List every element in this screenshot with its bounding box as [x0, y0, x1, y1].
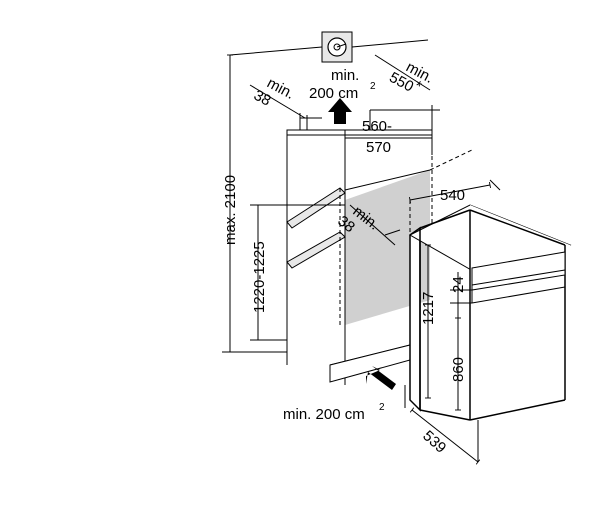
- label-max-height: max. 2100: [222, 175, 239, 245]
- fridge-appliance: [408, 204, 572, 421]
- arrow-diagonal-icon: [366, 366, 396, 390]
- label-niche-width-line1: 560-: [362, 118, 392, 135]
- fridge-upper-door: [471, 251, 566, 291]
- svg-text:38: 38: [251, 87, 274, 110]
- label-depth-540: 540: [440, 187, 465, 204]
- fridge-side: [409, 226, 421, 412]
- label-vent-top-line2: 200 cm: [309, 85, 358, 102]
- cabinet-top-panel: [286, 129, 433, 136]
- label-appliance-height: 1217: [420, 292, 437, 325]
- label-vent-top-sup: 2: [370, 81, 376, 92]
- label-dim-860: 860: [450, 357, 467, 382]
- svg-text:38: 38: [334, 212, 358, 236]
- arrow-up-icon: [328, 98, 352, 124]
- label-vent-bottom: min. 200 cm: [283, 406, 365, 423]
- label-depth-539: 539: [419, 427, 449, 456]
- label-dim-24: 24: [450, 276, 467, 293]
- upper-door-panel: [286, 187, 346, 229]
- niche-back-wall: [345, 170, 430, 325]
- cabinet-plinth: [329, 344, 411, 383]
- fridge-body: [470, 205, 570, 420]
- cabinet-niche: [286, 129, 473, 385]
- label-vent-bottom-sup: 2: [379, 402, 385, 413]
- label-niche-height: 1220-1225: [251, 241, 268, 313]
- dimension-lines: [222, 54, 501, 465]
- label-min-550: min. 550 *: [386, 59, 436, 96]
- label-niche-width-line2: 570: [366, 139, 391, 156]
- lower-door-panel: [286, 231, 346, 269]
- label-vent-top-line1: min.: [331, 67, 359, 84]
- circular-vent-icon: [321, 31, 353, 63]
- label-min-38-top: min. 38: [251, 75, 297, 110]
